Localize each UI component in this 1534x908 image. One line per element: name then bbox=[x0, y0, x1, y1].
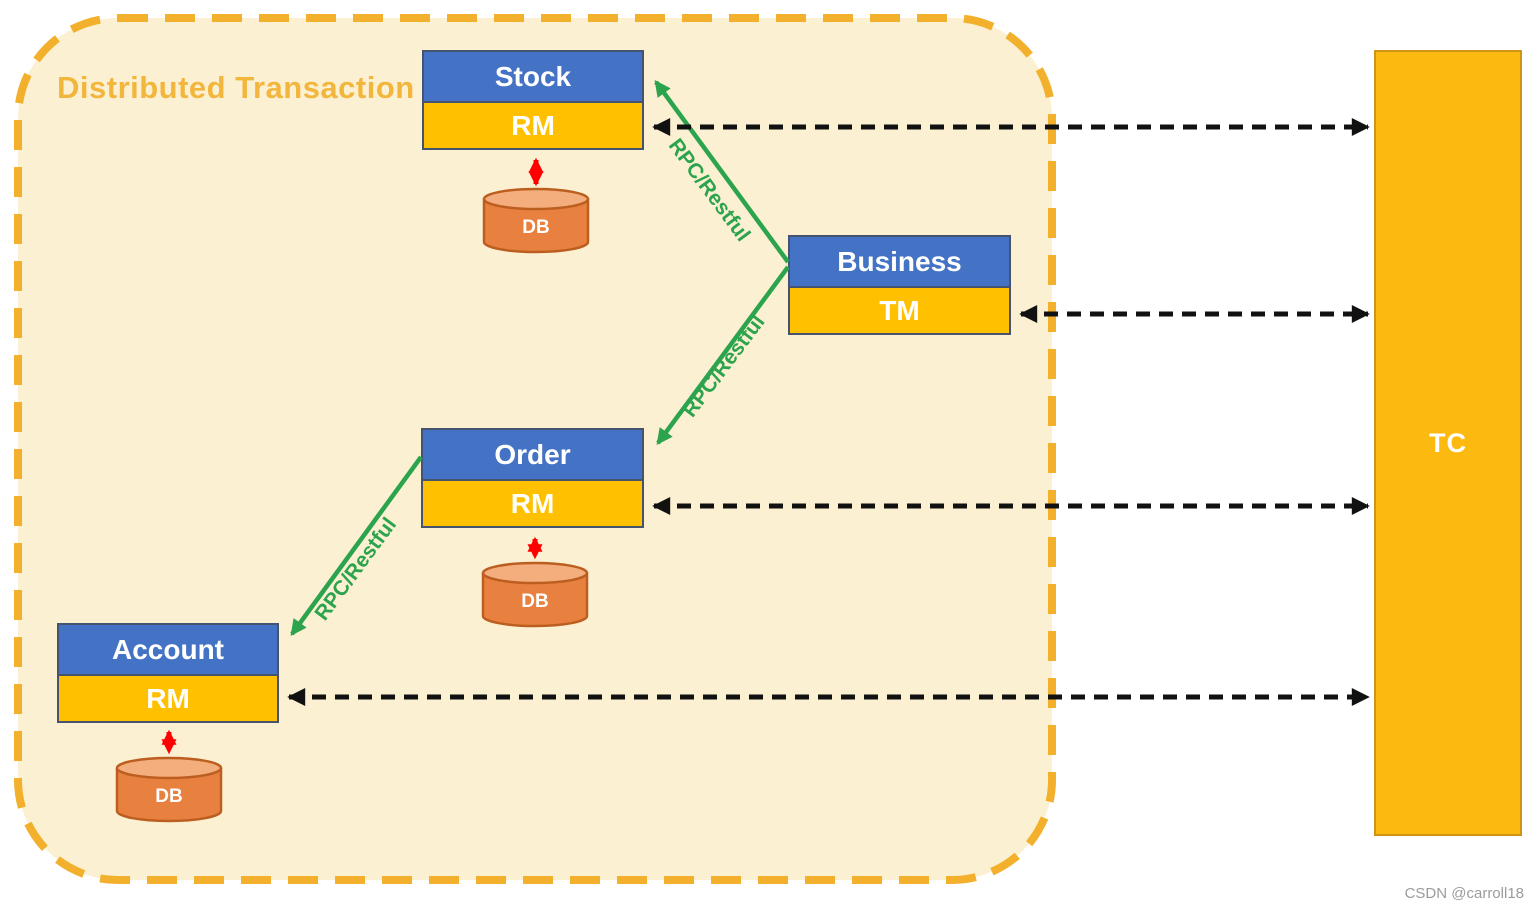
business-tm: TM bbox=[788, 288, 1011, 335]
account-header: Account bbox=[57, 623, 279, 676]
account-label: Account bbox=[112, 633, 224, 665]
tc-coordinator: TC bbox=[1374, 50, 1522, 836]
stock-rm-label: RM bbox=[511, 109, 555, 141]
order-rm-label: RM bbox=[510, 487, 555, 519]
account-rm-label: RM bbox=[146, 682, 190, 714]
business-label: Business bbox=[837, 245, 962, 277]
tc-label: TC bbox=[1429, 427, 1467, 458]
stock-service: Stock RM bbox=[422, 50, 644, 150]
business-service: Business TM bbox=[788, 235, 1011, 335]
order-label: Order bbox=[494, 438, 571, 470]
account-rm: RM bbox=[57, 676, 279, 723]
business-tm-label: TM bbox=[879, 294, 920, 326]
stock-header: Stock bbox=[422, 50, 644, 103]
order-service: Order RM bbox=[421, 428, 644, 528]
order-rm: RM bbox=[421, 481, 644, 528]
diagram-title: Distributed Transaction bbox=[57, 70, 415, 105]
csdn-watermark: CSDN @carroll18 bbox=[1404, 885, 1524, 902]
stock-label: Stock bbox=[494, 60, 572, 92]
stock-rm: RM bbox=[422, 103, 644, 150]
business-header: Business bbox=[788, 235, 1011, 288]
account-service: Account RM bbox=[57, 623, 279, 723]
order-header: Order bbox=[421, 428, 644, 481]
